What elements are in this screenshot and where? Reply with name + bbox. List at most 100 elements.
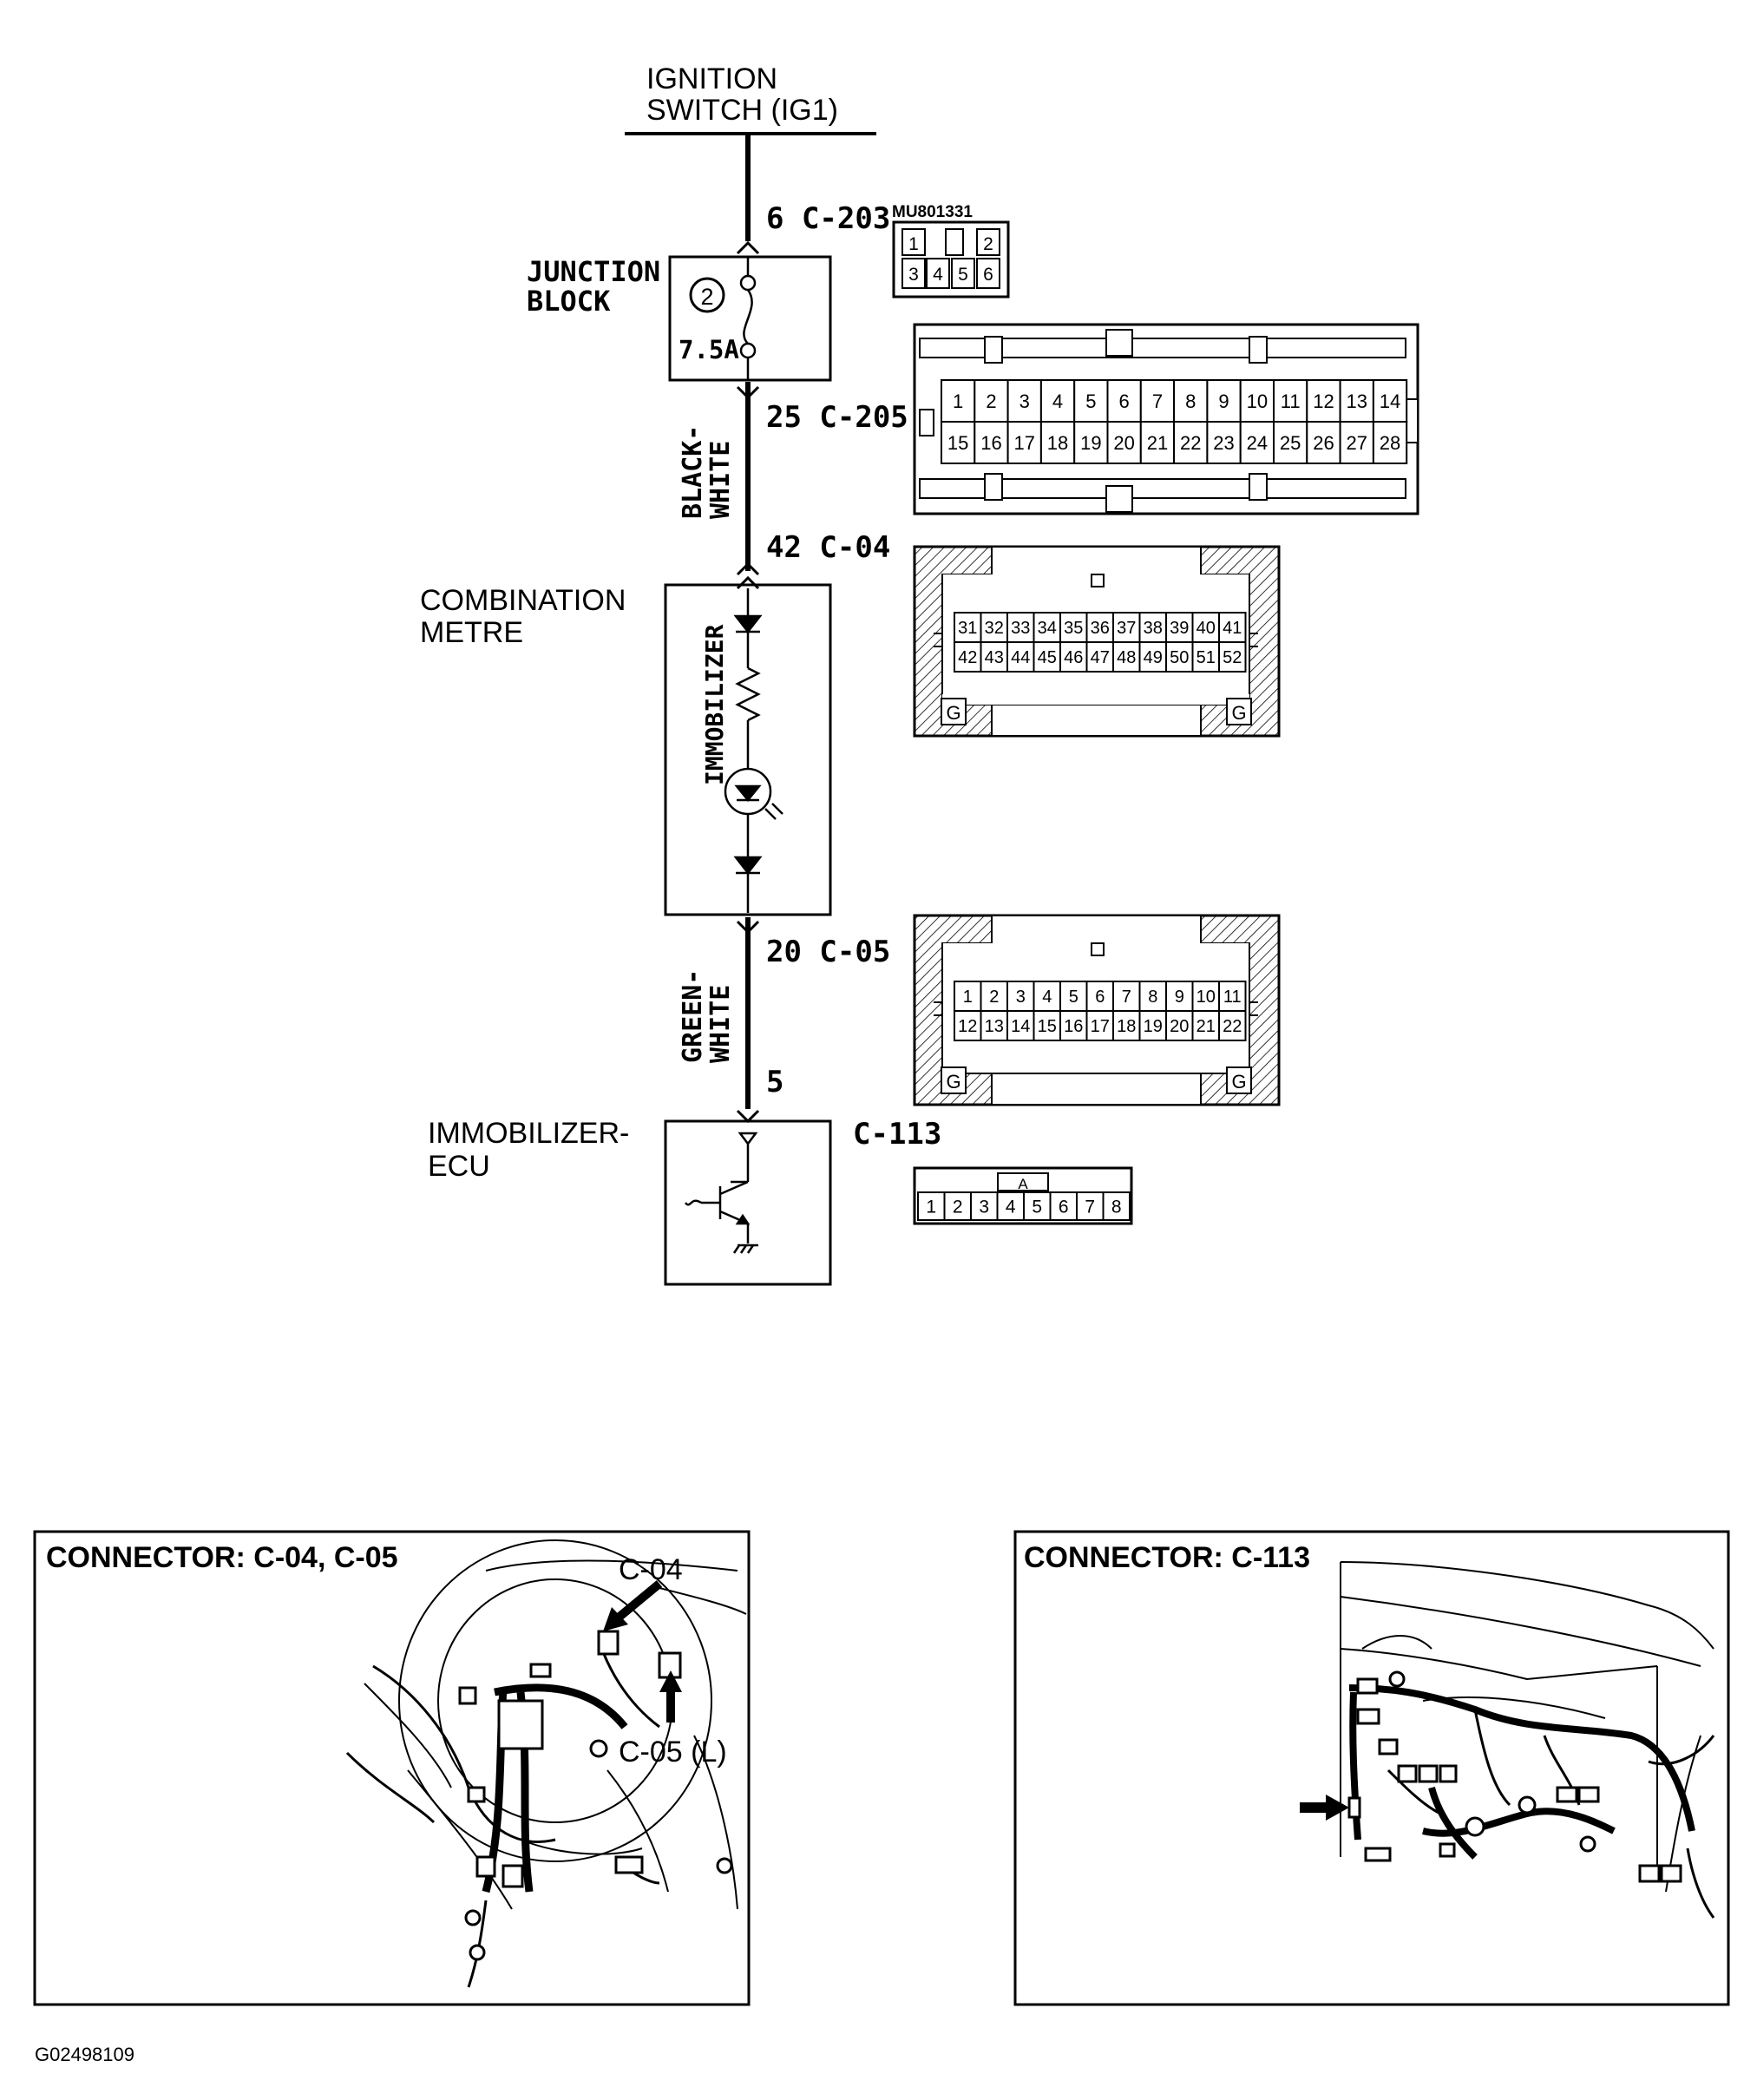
pin-label: 36 xyxy=(1091,619,1110,638)
wire-color-black-white-line1: BLACK- xyxy=(678,425,708,519)
ground-mark: G xyxy=(946,702,960,724)
pin-cell xyxy=(1085,1010,1114,1041)
combination-metre-line1: COMBINATION xyxy=(420,584,626,617)
pin-cell xyxy=(917,1191,946,1221)
pin-label: 4 xyxy=(1006,1198,1016,1217)
pin-label: 38 xyxy=(1144,619,1163,638)
connector-face-c203: 1 2 3 4 5 6 xyxy=(892,220,1010,299)
pin-label: 21 xyxy=(1196,1017,1216,1036)
ignition-line2: SWITCH (IG1) xyxy=(646,94,838,127)
pin-cell xyxy=(1112,981,1141,1012)
pin-label: 4 xyxy=(1042,988,1052,1007)
pin-label: 16 xyxy=(980,432,1001,454)
pin-label: 2 xyxy=(983,234,993,254)
pin-cell xyxy=(980,641,1008,673)
pin-cell xyxy=(1039,379,1076,423)
immobilizer-internal-label: IMMOBILIZER xyxy=(700,624,729,785)
pin-label: 8 xyxy=(1111,1198,1122,1217)
pin-label: 34 xyxy=(1038,619,1057,638)
pin-cell xyxy=(1372,421,1408,464)
pin-label: 6 xyxy=(1059,1198,1069,1217)
pin-cell xyxy=(1339,421,1374,464)
pin-label: 20 xyxy=(1113,432,1134,454)
arrow-c04 xyxy=(611,1580,663,1624)
callout-c05: C-05 (L) xyxy=(619,1736,727,1769)
pin-label: 6 xyxy=(983,265,993,285)
pin-label: 27 xyxy=(1347,432,1367,454)
pin-label: 12 xyxy=(1313,390,1334,412)
panel-title: CONNECTOR: C-04, C-05 xyxy=(46,1541,398,1574)
pin-cell xyxy=(1165,1010,1194,1041)
pin-label: 9 xyxy=(1175,988,1184,1007)
pin-cell xyxy=(1138,641,1167,673)
pin-cell xyxy=(1006,641,1035,673)
pin-label: 3 xyxy=(1016,988,1026,1007)
connector-marks xyxy=(736,240,760,1124)
pin-label: 7 xyxy=(1152,390,1163,412)
pin-cell xyxy=(1306,421,1341,464)
pin-label: 49 xyxy=(1144,648,1163,667)
pin-label: 23 xyxy=(1213,432,1234,454)
pin-label: 35 xyxy=(1064,619,1083,638)
pin-cell xyxy=(1139,421,1176,464)
fuse-number: 2 xyxy=(700,284,713,310)
pin-cell xyxy=(1191,1010,1220,1041)
pin-label: 24 xyxy=(1247,432,1268,454)
ignition-line1: IGNITION xyxy=(646,62,777,95)
connector-mark-c205 xyxy=(736,385,760,400)
pin-label-ecu: 5 xyxy=(766,1065,783,1099)
pin-label: 5 xyxy=(1085,390,1096,412)
pin-label: 33 xyxy=(1011,619,1030,638)
pin-label: 15 xyxy=(1038,1017,1057,1036)
pin-label: 9 xyxy=(1218,390,1229,412)
pin-label: 3 xyxy=(1019,390,1030,412)
led-icon xyxy=(734,784,762,802)
pin-label: 14 xyxy=(1011,1017,1030,1036)
arrow-c05-head xyxy=(659,1670,682,1692)
panel-title: CONNECTOR: C-113 xyxy=(1024,1541,1310,1574)
pin-label: 39 xyxy=(1170,619,1189,638)
pin-label: 11 xyxy=(1223,988,1242,1007)
input-marker-icon xyxy=(738,1132,758,1146)
pin-cell xyxy=(943,1191,972,1221)
junction-block-line1: JUNCTION xyxy=(527,255,660,288)
pin-cell xyxy=(1218,1010,1247,1041)
junction-block-line2: BLOCK xyxy=(527,285,611,318)
pin-label: 20 xyxy=(1170,1017,1189,1036)
pin-cell xyxy=(1218,612,1247,643)
light-ray xyxy=(764,808,777,820)
connectors-sketch xyxy=(1347,1670,1682,1883)
pin-cell xyxy=(954,641,982,673)
pin-cell xyxy=(1138,612,1167,643)
pin-label: 10 xyxy=(1247,390,1268,412)
pin-cell xyxy=(1138,1010,1167,1041)
pin-label: 32 xyxy=(985,619,1004,638)
pin-label: 1 xyxy=(953,390,963,412)
connector-c113-sketch xyxy=(1347,1796,1361,1819)
ecu-connector-label: C-113 xyxy=(853,1117,941,1152)
pin-label: 6 xyxy=(1095,988,1105,1007)
connector-mark-c05 xyxy=(736,920,760,935)
pin-label: 3 xyxy=(979,1198,989,1217)
pin-cell xyxy=(1102,1191,1131,1221)
combination-metre-line2: METRE xyxy=(420,616,523,649)
connector-mark-c203 xyxy=(736,240,760,255)
pin-label: 6 xyxy=(1119,390,1130,412)
pin-label: 43 xyxy=(985,648,1004,667)
pin-cell xyxy=(1059,1010,1088,1041)
pin-cell xyxy=(1033,641,1061,673)
pin-label: 13 xyxy=(985,1017,1004,1036)
pin-label: 4 xyxy=(933,265,943,285)
pin-label: 7 xyxy=(1085,1198,1095,1217)
ecu-internal-circuit xyxy=(685,1132,758,1254)
arrow-c04-head xyxy=(603,1607,628,1631)
light-ray xyxy=(771,803,783,815)
pin-label: 48 xyxy=(1117,648,1136,667)
pin-cell xyxy=(1106,421,1142,464)
pin-label: 28 xyxy=(1380,432,1400,454)
pin-label: 10 xyxy=(1196,988,1216,1007)
wire-color-black-white-line2: WHITE xyxy=(705,441,736,519)
pin-label: 16 xyxy=(1064,1017,1083,1036)
pin-label: 19 xyxy=(1144,1017,1163,1036)
